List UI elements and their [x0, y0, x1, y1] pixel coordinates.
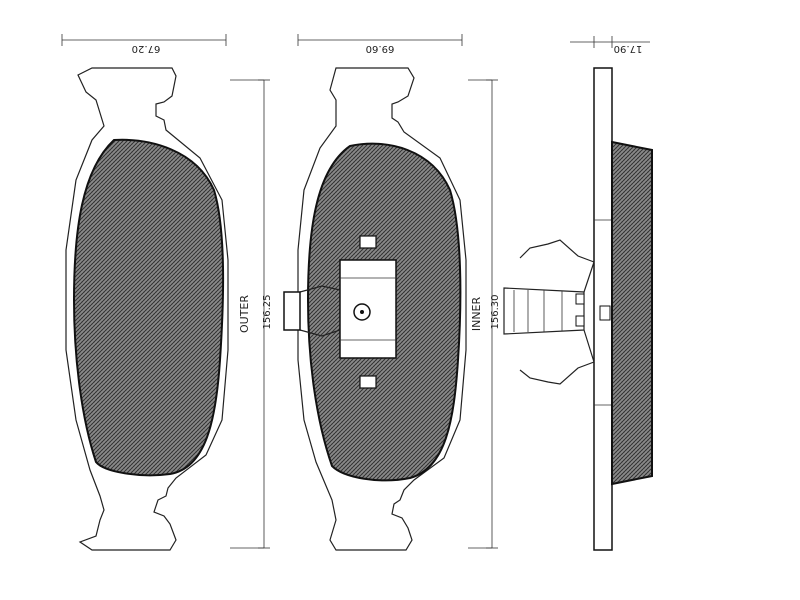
outer-height-dimension: 156.25	[230, 79, 273, 549]
inner-width-value: 69.60	[366, 43, 395, 54]
outer-height-value: 156.25	[262, 295, 273, 330]
inner-pad-view: 69.60 156.30 INNER	[283, 34, 501, 551]
outer-side-label: OUTER	[238, 295, 251, 333]
inner-side-label: INNER	[470, 296, 483, 331]
thickness-value: 17.90	[614, 43, 643, 54]
inner-backing-plate	[297, 67, 467, 551]
side-friction-material	[611, 140, 653, 486]
inner-height-dimension: 156.30	[468, 79, 501, 549]
outer-backing-plate	[65, 67, 229, 551]
side-clip	[503, 239, 611, 385]
inner-width-dimension: 69.60	[297, 34, 463, 54]
thickness-dimension: 17.90	[570, 36, 650, 54]
inner-height-value: 156.30	[490, 295, 501, 330]
outer-friction-material	[72, 138, 225, 477]
outer-width-value: 67.20	[132, 43, 161, 54]
outer-width-dimension: 67.20	[61, 34, 227, 54]
side-view: 17.90	[503, 36, 653, 551]
inner-clip-housing	[283, 235, 397, 389]
outer-pad-view: 67.20 156.25 OUTER	[61, 34, 273, 551]
